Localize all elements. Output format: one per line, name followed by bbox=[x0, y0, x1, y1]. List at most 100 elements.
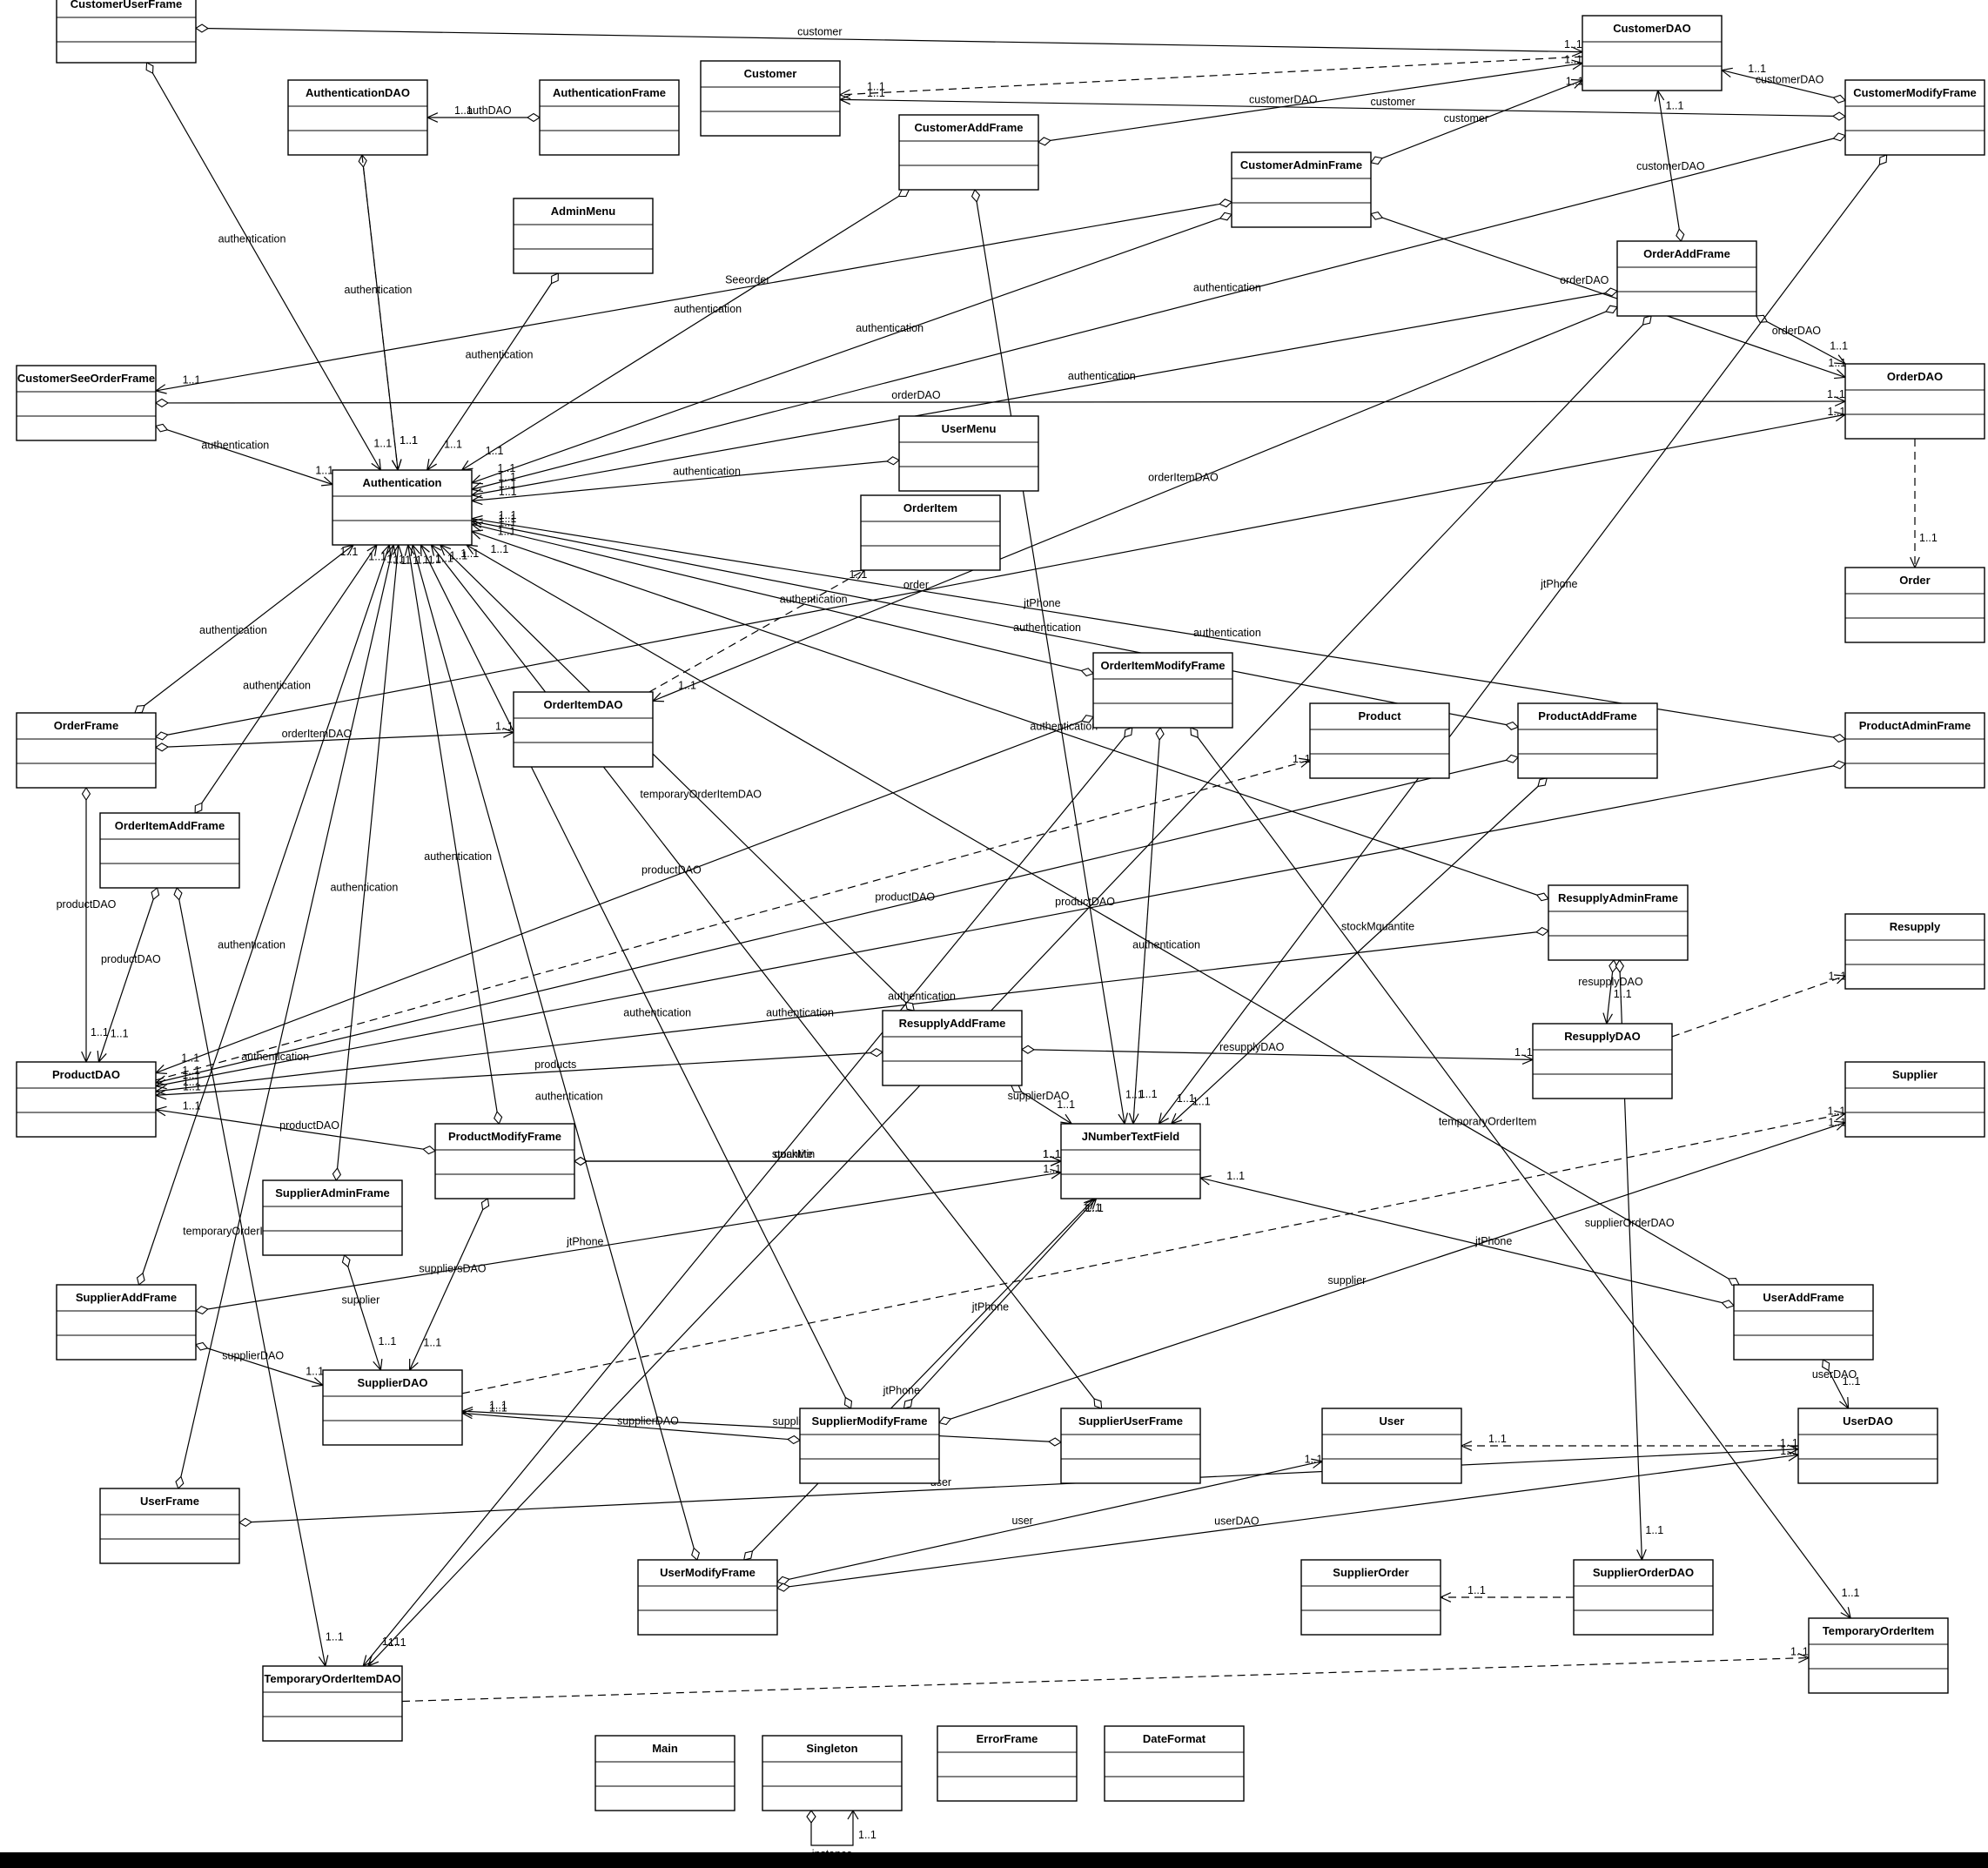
relation-user-add-frame-to-authentication-label: authentication bbox=[1132, 939, 1200, 951]
relation-user-modify-frame-to-authentication-line bbox=[412, 544, 698, 1561]
class-box-user-menu[interactable]: UserMenu bbox=[898, 415, 1039, 492]
class-box-supplier-modify-frame[interactable]: SupplierModifyFrame bbox=[799, 1408, 940, 1484]
class-box-customer[interactable]: Customer bbox=[700, 60, 841, 137]
class-box-supplier-dao[interactable]: SupplierDAO bbox=[322, 1369, 463, 1446]
relation-order-item-modify-frame-to-product-dao-label: productDAO bbox=[641, 864, 702, 877]
relation-order-item-modify-frame-to-j-number-text-field-multiplicity: 1..1 bbox=[1139, 1088, 1158, 1100]
relation-user-add-frame-to-j-number-text-field-line bbox=[1199, 1177, 1735, 1307]
relation-customer-add-frame-to-authentication-aggregation-diamond bbox=[897, 189, 910, 198]
class-box-user[interactable]: User bbox=[1321, 1408, 1462, 1484]
relation-customer-modify-frame-to-j-number-text-field-line bbox=[1158, 154, 1888, 1125]
relation-user-modify-frame-to-j-number-text-field-aggregation-diamond bbox=[743, 1550, 754, 1561]
class-box-supplier-add-frame[interactable]: SupplierAddFrame bbox=[56, 1284, 197, 1361]
class-box-order-add-frame[interactable]: OrderAddFrame bbox=[1616, 240, 1757, 317]
class-box-authentication-frame[interactable]: AuthenticationFrame bbox=[539, 79, 680, 156]
relation-user-modify-frame-to-j-number-text-field-multiplicity: 1..1 bbox=[1083, 1202, 1101, 1214]
class-box-frame bbox=[799, 1408, 940, 1484]
class-box-order-item-dao[interactable]: OrderItemDAO bbox=[513, 691, 654, 768]
relation-resupply-add-frame-to-authentication-aggregation-diamond bbox=[904, 1001, 915, 1011]
relation-order-add-frame-to-customer-dao-line bbox=[1657, 90, 1682, 242]
relation-product-add-frame-to-product-dao-aggregation-diamond bbox=[1505, 754, 1519, 763]
class-box-main[interactable]: Main bbox=[594, 1735, 735, 1811]
relation-customer-admin-frame-to-customer-dao-line bbox=[1370, 79, 1583, 164]
relation-user-modify-frame-to-user-multiplicity: 1..1 bbox=[1305, 1453, 1323, 1465]
class-box-admin-menu[interactable]: AdminMenu bbox=[513, 198, 654, 274]
class-box-resupply-dao[interactable]: ResupplyDAO bbox=[1532, 1023, 1673, 1099]
class-box-supplier-order-dao[interactable]: SupplierOrderDAO bbox=[1573, 1559, 1714, 1636]
class-box-frame bbox=[16, 365, 157, 441]
relation-order-item-modify-frame-to-j-number-text-field-aggregation-diamond bbox=[1155, 726, 1165, 741]
class-box-customer-dao[interactable]: CustomerDAO bbox=[1582, 15, 1723, 91]
relation-authentication-frame-to-authentication-dao-multiplicity: 1..1 bbox=[454, 104, 473, 117]
class-box-resupply-admin-frame[interactable]: ResupplyAdminFrame bbox=[1548, 884, 1689, 961]
class-name: SupplierModifyFrame bbox=[812, 1414, 928, 1428]
class-box-customer-user-frame[interactable]: CustomerUserFrame bbox=[56, 0, 197, 64]
relation-product-add-frame-to-authentication-line bbox=[471, 521, 1519, 728]
relation-singleton-to-singleton-line bbox=[810, 1811, 854, 1846]
class-box-frame bbox=[700, 60, 841, 137]
class-box-product-admin-frame[interactable]: ProductAdminFrame bbox=[1844, 712, 1985, 789]
class-box-customer-see-order-frame[interactable]: CustomerSeeOrderFrame bbox=[16, 365, 157, 441]
relation-order-add-frame-to-order-item-dao-line bbox=[652, 306, 1618, 702]
class-box-order-item-modify-frame[interactable]: OrderItemModifyFrame bbox=[1092, 652, 1233, 729]
class-box-order-item[interactable]: OrderItem bbox=[860, 494, 1001, 571]
class-box-order-dao[interactable]: OrderDAO bbox=[1844, 363, 1985, 440]
relation-product-modify-frame-to-j-number-text-field-multiplicity: 1..1 bbox=[1043, 1148, 1061, 1160]
class-name: OrderDAO bbox=[1887, 370, 1943, 383]
class-box-user-frame[interactable]: UserFrame bbox=[99, 1488, 240, 1564]
relation-customer-modify-frame-to-customer-dao-aggregation-diamond bbox=[1832, 94, 1846, 104]
class-box-product-dao[interactable]: ProductDAO bbox=[16, 1061, 157, 1138]
class-box-order[interactable]: Order bbox=[1844, 567, 1985, 643]
relation-product-modify-frame-to-j-number-text-field-aggregation-diamond bbox=[573, 1156, 588, 1166]
class-box-supplier-user-frame[interactable]: SupplierUserFrame bbox=[1060, 1408, 1201, 1484]
class-box-user-add-frame[interactable]: UserAddFrame bbox=[1733, 1284, 1874, 1361]
relation-customer-dao-to-customer-multiplicity: 1..1 bbox=[867, 81, 885, 93]
class-box-customer-admin-frame[interactable]: CustomerAdminFrame bbox=[1231, 151, 1372, 228]
class-box-supplier[interactable]: Supplier bbox=[1844, 1061, 1985, 1138]
class-name: Product bbox=[1358, 709, 1401, 722]
relation-supplier-modify-frame-to-supplier-dao-label: supplierDAO bbox=[617, 1415, 679, 1428]
class-box-temporary-order-item[interactable]: TemporaryOrderItem bbox=[1808, 1617, 1949, 1694]
class-box-order-item-add-frame[interactable]: OrderItemAddFrame bbox=[99, 812, 240, 889]
class-box-resupply-add-frame[interactable]: ResupplyAddFrame bbox=[882, 1010, 1023, 1086]
relation-supplier-modify-frame-to-supplier-dao-line bbox=[461, 1412, 801, 1441]
relation-supplier-user-frame-to-authentication-multiplicity: 1..1 bbox=[449, 550, 467, 562]
class-box-date-format[interactable]: DateFormat bbox=[1104, 1725, 1245, 1802]
relation-product-modify-frame-to-supplier-dao-aggregation-diamond bbox=[480, 1198, 490, 1211]
relation-supplier-add-frame-to-j-number-text-field-label: jtPhone bbox=[566, 1235, 603, 1247]
class-box-resupply[interactable]: Resupply bbox=[1844, 913, 1985, 990]
relation-customer-modify-frame-to-customer-dao-label: customerDAO bbox=[1756, 74, 1824, 86]
relation-order-item-modify-frame-to-product-dao-line bbox=[155, 716, 1094, 1074]
class-box-authentication[interactable]: Authentication bbox=[332, 469, 473, 546]
class-box-customer-modify-frame[interactable]: CustomerModifyFrame bbox=[1844, 79, 1985, 156]
relation-resupply-add-frame-to-product-dao-multiplicity: 1..1 bbox=[183, 1081, 201, 1093]
class-box-customer-add-frame[interactable]: CustomerAddFrame bbox=[898, 114, 1039, 191]
class-box-frame bbox=[594, 1735, 735, 1811]
relation-resupply-admin-frame-to-authentication-aggregation-diamond bbox=[1535, 892, 1549, 902]
relation-product-modify-frame-to-product-dao-multiplicity: 1..1 bbox=[183, 1100, 201, 1112]
class-box-frame bbox=[1844, 712, 1985, 789]
relation-supplier-user-frame-to-authentication-label: authentication bbox=[766, 1007, 834, 1019]
relation-resupply-admin-frame-to-resupply-dao-multiplicity: 1..1 bbox=[1614, 988, 1632, 1000]
class-box-frame bbox=[1532, 1023, 1673, 1099]
class-box-product[interactable]: Product bbox=[1309, 702, 1450, 779]
class-box-user-dao[interactable]: UserDAO bbox=[1797, 1408, 1938, 1484]
class-box-authentication-dao[interactable]: AuthenticationDAO bbox=[287, 79, 428, 156]
class-box-product-modify-frame[interactable]: ProductModifyFrame bbox=[434, 1123, 575, 1199]
class-box-error-frame[interactable]: ErrorFrame bbox=[937, 1725, 1078, 1802]
class-box-temporary-order-item-dao[interactable]: TemporaryOrderItemDAO bbox=[262, 1665, 403, 1742]
class-box-order-frame[interactable]: OrderFrame bbox=[16, 712, 157, 789]
class-box-supplier-order[interactable]: SupplierOrder bbox=[1300, 1559, 1441, 1636]
class-box-j-number-text-field[interactable]: JNumberTextField bbox=[1060, 1123, 1201, 1199]
relation-supplier-add-frame-to-supplier-dao-aggregation-diamond bbox=[195, 1341, 209, 1351]
class-box-user-modify-frame[interactable]: UserModifyFrame bbox=[637, 1559, 778, 1636]
class-box-singleton[interactable]: Singleton bbox=[762, 1735, 903, 1811]
relation-order-item-modify-frame-to-temporary-order-item-line bbox=[1190, 727, 1851, 1619]
class-box-frame bbox=[1844, 1061, 1985, 1138]
class-box-frame bbox=[1300, 1559, 1441, 1636]
class-box-supplier-admin-frame[interactable]: SupplierAdminFrame bbox=[262, 1179, 403, 1256]
class-box-product-add-frame[interactable]: ProductAddFrame bbox=[1517, 702, 1658, 779]
class-name: AuthenticationDAO bbox=[306, 86, 410, 99]
class-name: Order bbox=[1899, 574, 1930, 587]
class-name: Customer bbox=[744, 67, 797, 80]
